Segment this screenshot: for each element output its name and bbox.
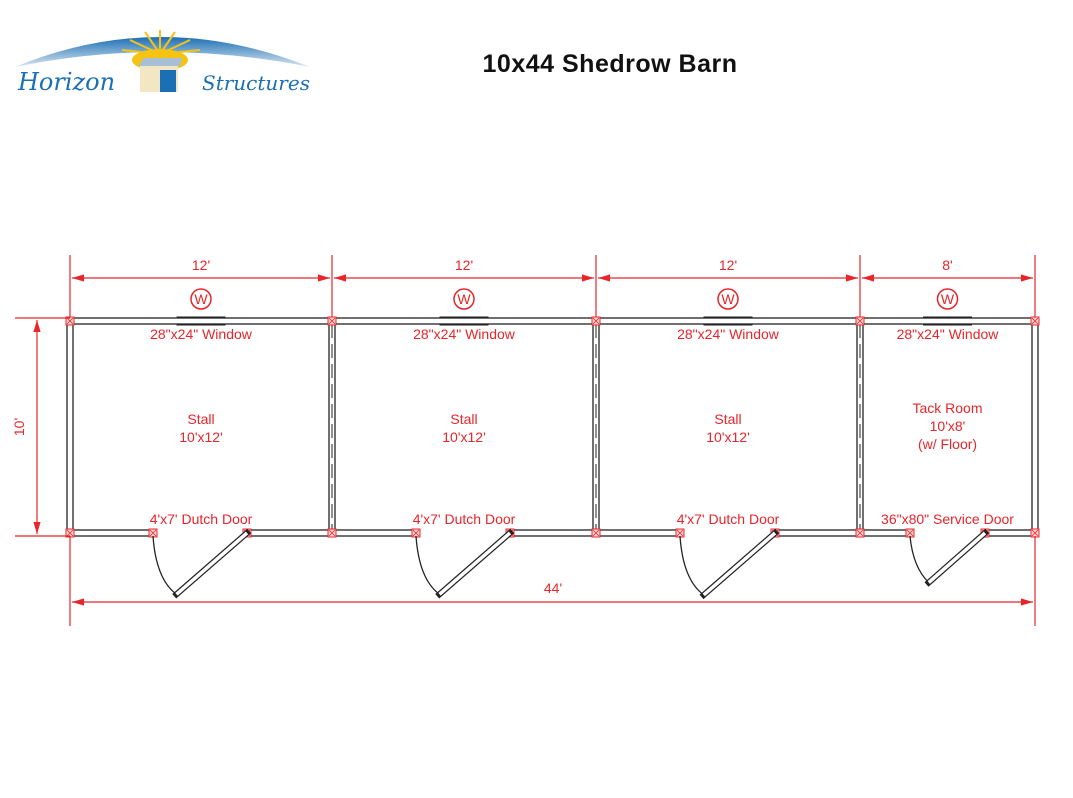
window-symbol-letter: W (457, 291, 471, 307)
corner-post-mark (906, 529, 914, 537)
corner-post-mark (856, 317, 864, 325)
corner-post-mark (592, 529, 600, 537)
door-label: 4'x7' Dutch Door (413, 511, 516, 527)
window-symbol-circle (190, 288, 212, 310)
room-name: Stall (714, 411, 741, 427)
corner-post-mark (1031, 529, 1039, 537)
bay-dimension-label: 12' (719, 257, 737, 273)
corner-post-mark (412, 529, 420, 537)
window-symbol-letter: W (194, 291, 208, 307)
room-size: 10'x12' (442, 429, 486, 445)
window-symbol-circle (717, 288, 739, 310)
door-leaf-inner (927, 531, 987, 584)
depth-dimension-label: 10' (11, 418, 27, 436)
corner-post-mark (1031, 317, 1039, 325)
room-name: Stall (187, 411, 214, 427)
window-symbol-letter: W (941, 291, 955, 307)
room-name: Tack Room (912, 400, 982, 416)
window-symbol-circle (936, 288, 959, 310)
door-swing-arc (679, 535, 705, 596)
room-size: 10'x12' (179, 429, 223, 445)
bottom-wall-segment (774, 529, 911, 537)
bottom-wall-segment (984, 529, 1036, 537)
door-leaf-inner (438, 531, 512, 596)
bottom-wall-segment (69, 529, 154, 537)
corner-post-mark (66, 317, 74, 325)
room-size: 10'x12' (706, 429, 750, 445)
door-leaf-inner (175, 531, 249, 596)
total-length-label: 44' (544, 580, 562, 596)
corner-post-mark (149, 529, 157, 537)
window-symbol-circle (453, 288, 475, 310)
bay-dimension-label: 12' (192, 257, 210, 273)
corner-post-mark (328, 317, 336, 325)
door-swing-arc (909, 535, 930, 583)
bay-dimension-label: 12' (455, 257, 473, 273)
corner-post-mark (328, 529, 336, 537)
end-wall (1031, 317, 1039, 537)
corner-post-mark (66, 529, 74, 537)
window-label: 28"x24" Window (677, 326, 780, 342)
door-leaf-inner (702, 531, 777, 597)
horizon-structures-logo: Horizon Structures (10, 22, 315, 107)
room-note: (w/ Floor) (918, 436, 977, 452)
room-name: Stall (450, 411, 477, 427)
corner-post-mark (676, 529, 684, 537)
svg-text:Horizon: Horizon (17, 68, 115, 96)
door-swing-arc (152, 535, 177, 595)
top-wall (69, 317, 1036, 325)
door-label: 36"x80" Service Door (881, 511, 1014, 527)
door-label: 4'x7' Dutch Door (677, 511, 780, 527)
end-wall (66, 317, 74, 537)
bay-dimension-label: 8' (942, 257, 952, 273)
svg-text:Structures: Structures (202, 71, 310, 95)
door-label: 4'x7' Dutch Door (150, 511, 253, 527)
room-size: 10'x8' (930, 418, 966, 434)
door-swing-arc (415, 535, 440, 595)
window-symbol-letter: W (721, 291, 735, 307)
window-label: 28"x24" Window (150, 326, 253, 342)
window-label: 28"x24" Window (413, 326, 516, 342)
corner-post-mark (592, 317, 600, 325)
window-label: 28"x24" Window (897, 326, 1000, 342)
page-title: 10x44 Shedrow Barn (482, 50, 738, 78)
corner-post-mark (856, 529, 864, 537)
